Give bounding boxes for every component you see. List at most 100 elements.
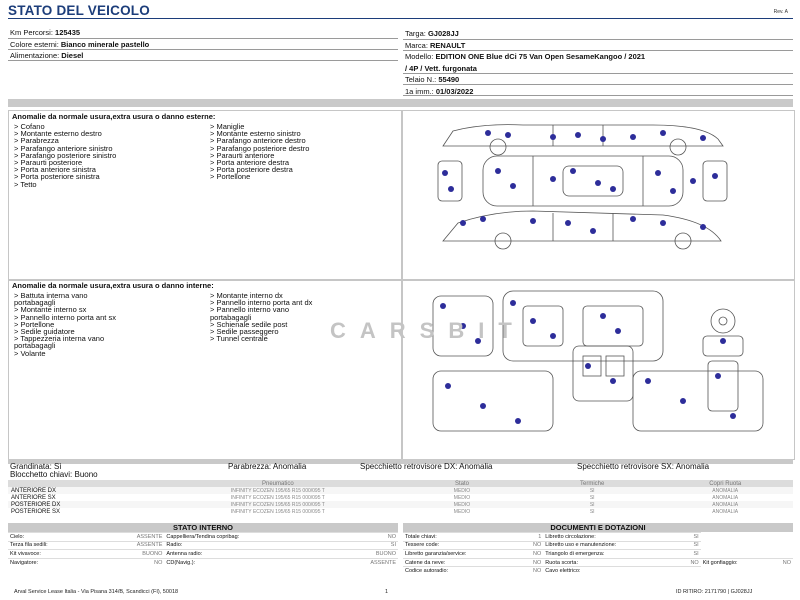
documenti-label: Ruota scorta: bbox=[543, 557, 679, 567]
damage-marker bbox=[550, 176, 556, 182]
internal-anomaly-item: > Battuta interna vano bbox=[14, 291, 88, 300]
external-anomalies-col1: > Cofano> Montante esterno destro> Parab… bbox=[14, 123, 116, 188]
documenti-label: Libretto circolazione: bbox=[543, 532, 679, 542]
documenti-label: Triangolo di emergenza: bbox=[543, 549, 679, 559]
documenti-value: NO bbox=[770, 557, 793, 567]
damage-marker bbox=[475, 338, 481, 344]
row-divider bbox=[403, 73, 793, 74]
tyre-stato: MEDIO bbox=[453, 501, 471, 508]
damage-marker bbox=[440, 303, 446, 309]
external-anomaly-item: > Paraurti anteriore bbox=[210, 150, 275, 160]
damage-marker bbox=[715, 373, 721, 379]
page-title: STATO DEL VEICOLO bbox=[8, 3, 150, 18]
damage-marker bbox=[480, 216, 486, 222]
documenti-value: SI bbox=[678, 549, 701, 559]
tyre-copriruota: ANOMALIA bbox=[712, 487, 739, 494]
stato-interno-label: Cappelliera/Tendina copribag: bbox=[164, 532, 333, 542]
damage-marker bbox=[595, 180, 601, 186]
grandinata-label: Grandinata: Sì bbox=[10, 462, 62, 471]
damage-marker bbox=[690, 178, 696, 184]
row-divider bbox=[8, 49, 398, 50]
tyre-termiche: SI bbox=[589, 501, 595, 508]
modello-row: Modello: EDITION ONE Blue dCi 75 Van Ope… bbox=[405, 52, 646, 61]
documenti-value: NO bbox=[521, 549, 544, 559]
tyre-model: INFINITY ECOZEN 195/65 R15 000/095 T bbox=[230, 494, 325, 501]
stato-interno-value: SI bbox=[332, 540, 398, 550]
tyres-header-termiche: Termiche bbox=[580, 480, 605, 487]
external-anomaly-item: > Montante esterno sinistro bbox=[210, 129, 301, 139]
external-anomaly-item: > Porta anteriore sinistra bbox=[14, 165, 96, 175]
stato-interno-label: Terza fila sedili: bbox=[8, 540, 100, 550]
row-divider bbox=[403, 39, 793, 40]
damage-marker bbox=[460, 323, 466, 329]
tyre-position: ANTERIORE SX bbox=[11, 494, 56, 501]
documenti-value: SI bbox=[678, 532, 701, 542]
row-divider bbox=[8, 38, 398, 39]
documenti-value: SI bbox=[678, 540, 701, 550]
tyre-model: INFINITY ECOZEN 195/65 R15 000/095 T bbox=[230, 501, 325, 508]
damage-marker bbox=[720, 338, 726, 344]
internal-anomaly-item: > Sedile guidatore bbox=[14, 327, 75, 337]
documenti-label: Tessere code: bbox=[403, 540, 522, 550]
documenti-label: Libretto garanzia/service: bbox=[403, 549, 522, 559]
internal-anomaly-item: portabagagli bbox=[14, 341, 56, 351]
external-anomaly-item: > Paraurti posteriore bbox=[14, 158, 83, 168]
stato-interno-title: STATO INTERNO bbox=[8, 523, 398, 532]
damage-marker bbox=[670, 188, 676, 194]
documenti-value bbox=[678, 566, 701, 575]
external-anomaly-item: > Porta posteriore sinistra bbox=[14, 172, 100, 182]
stato-interno-value: ASSENTE bbox=[99, 532, 165, 542]
blocchetto-label: Blocchetto chiavi: Buono bbox=[10, 470, 98, 479]
targa-row: Targa: GJ028JJ bbox=[405, 29, 459, 38]
tyre-row: ANTERIORE SX INFINITY ECOZEN 195/65 R15 0… bbox=[8, 494, 793, 501]
parabrezza-label: Parabrezza: Anomalia bbox=[228, 462, 307, 471]
tyre-termiche: SI bbox=[589, 508, 595, 515]
tyre-termiche: SI bbox=[589, 494, 595, 501]
damage-marker bbox=[660, 220, 666, 226]
documenti-label: Kit gonfiaggio: bbox=[700, 557, 771, 567]
tyres-table: Pneumatico Stato Termiche Copri Ruota AN… bbox=[8, 480, 793, 515]
car-exterior-diagram bbox=[437, 124, 728, 250]
immatricolazione-row: 1a imm.: 01/03/2022 bbox=[405, 86, 474, 96]
row-divider bbox=[403, 50, 793, 51]
stato-interno-label: Kit vivavoce: bbox=[8, 549, 100, 559]
tyre-stato: MEDIO bbox=[453, 494, 471, 501]
stato-interno-value: ASSENTE bbox=[332, 557, 398, 567]
colore-row: Colore esterni: Bianco minerale pastello bbox=[10, 39, 150, 49]
documenti-value: NO bbox=[521, 540, 544, 550]
damage-marker bbox=[515, 418, 521, 424]
external-anomaly-item: > Parafango anteriore destro bbox=[210, 136, 306, 146]
tyre-model: INFINITY ECOZEN 195/65 R15 000/095 T bbox=[230, 487, 325, 494]
damage-marker bbox=[485, 130, 491, 136]
damage-marker bbox=[445, 383, 451, 389]
tyre-position: POSTERIORE SX bbox=[11, 508, 61, 515]
external-anomaly-item: > Parafango anteriore sinistro bbox=[14, 143, 113, 153]
internal-anomaly-item: > Pannello interno vano bbox=[210, 305, 290, 315]
internal-anomaly-item: > Pannello interno porta ant dx bbox=[210, 298, 313, 308]
tyre-copriruota: ANOMALIA bbox=[712, 508, 739, 515]
external-diagram-panel bbox=[402, 110, 795, 280]
km-row: Km Percorsi: 125435 bbox=[10, 28, 81, 37]
external-anomaly-item: > Parafango posteriore destro bbox=[210, 143, 310, 153]
external-anomaly-item: > Porta anteriore destra bbox=[210, 158, 290, 168]
internal-anomaly-item: > Volante bbox=[14, 348, 46, 358]
documenti-label: Codice autoradio: bbox=[403, 566, 522, 575]
internal-anomaly-item: > Tunnel centrale bbox=[210, 334, 268, 344]
external-anomalies-panel bbox=[8, 110, 402, 280]
km-value: 125435 bbox=[55, 28, 81, 37]
damage-marker bbox=[505, 132, 511, 138]
internal-anomaly-item: > Portellone bbox=[14, 319, 55, 329]
stato-interno-label: Antenna radio: bbox=[164, 549, 333, 559]
tyre-stato: MEDIO bbox=[453, 487, 471, 494]
external-anomaly-item: > Portellone bbox=[210, 172, 251, 182]
targa-value: GJ028JJ bbox=[427, 29, 459, 38]
documenti-label: Totale chiavi: bbox=[403, 532, 522, 542]
stato-interno-value: BUONO bbox=[332, 549, 398, 559]
vehicle-info-left: Km Percorsi: 125435 Colore esterni: Bian… bbox=[10, 27, 400, 62]
footer-address: Arval Service Lease Italia - Via Pisana … bbox=[14, 589, 179, 595]
marca-row: Marca: RENAULT bbox=[405, 40, 466, 50]
